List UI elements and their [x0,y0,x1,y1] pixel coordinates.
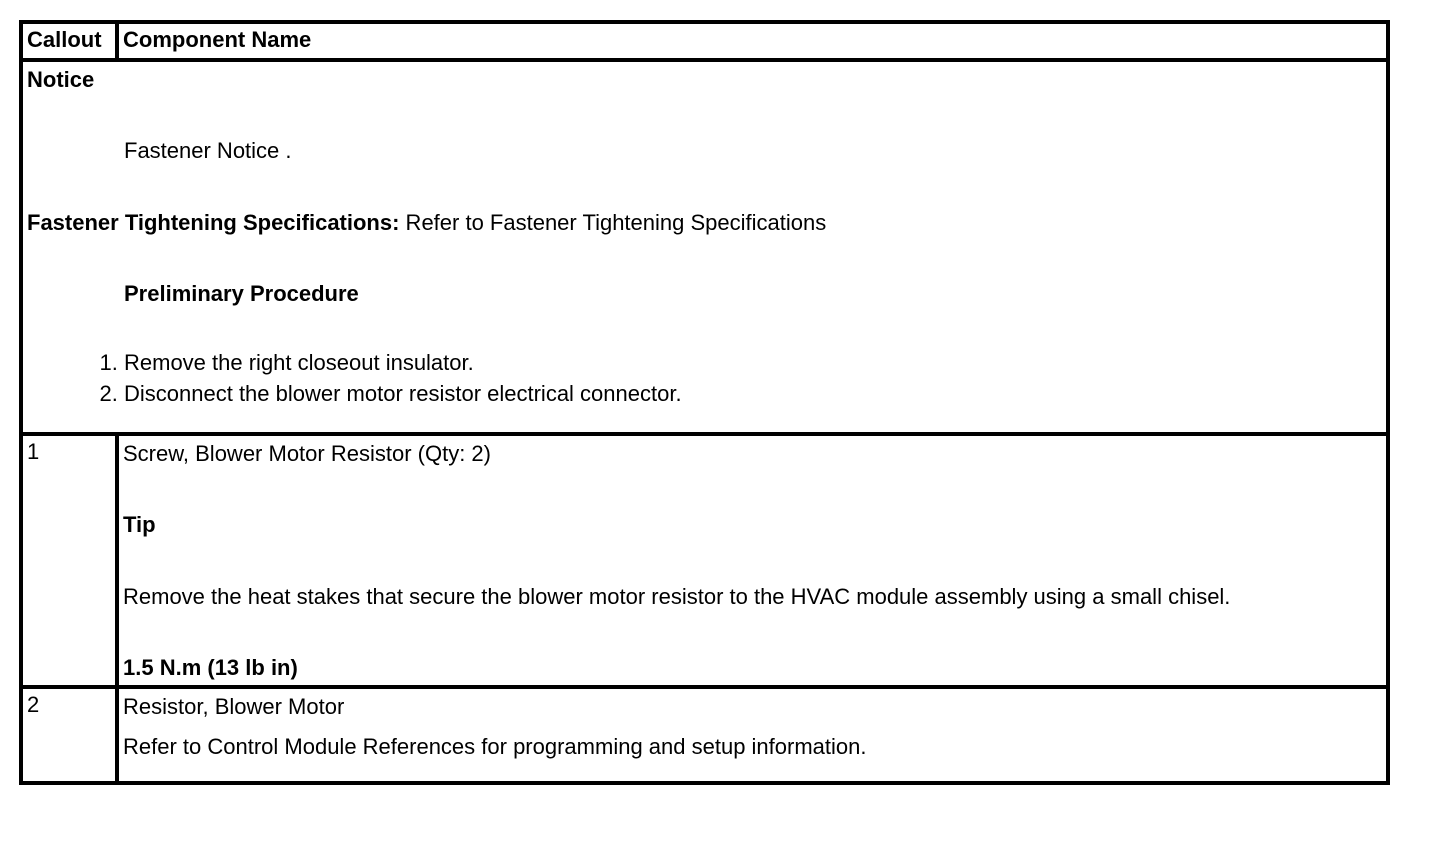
tip-label: Tip [123,512,156,538]
component-cell-2: Resistor, Blower Motor Refer to Control … [115,684,1390,785]
fastener-spec-text: Refer to Fastener Tightening Specificati… [399,209,827,235]
component-name-column-header: Component Name [115,20,1390,62]
header-row: Callout Component Name [19,20,1390,62]
callout-number-2: 2 [19,684,119,785]
fastener-notice-text: Fastener Notice . [124,138,292,164]
component-name-text: Resistor, Blower Motor [123,693,345,719]
fastener-spec-line: Fastener Tightening Specifications: Refe… [27,210,1382,236]
notice-cell: Notice Fastener Notice . Fastener Tighte… [19,58,1390,436]
preliminary-step-2: Disconnect the blower motor resistor ele… [124,380,1382,409]
notice-row: Notice Fastener Notice . Fastener Tighte… [19,58,1390,436]
callout-number-1: 1 [19,432,119,689]
component-name-text: Screw, Blower Motor Resistor (Qty: 2) [123,441,491,466]
component-row-2: 2 Resistor, Blower Motor Refer to Contro… [19,684,1390,785]
preliminary-steps-list: Remove the right closeout insulator. Dis… [27,349,1382,409]
torque-spec: 1.5 N.m (13 lb in) [123,655,298,681]
preliminary-step-1: Remove the right closeout insulator. [124,349,1382,378]
fastener-spec-label: Fastener Tightening Specifications: [27,209,400,235]
notice-title: Notice [27,67,95,92]
component-cell-1: Screw, Blower Motor Resistor (Qty: 2) Ti… [115,432,1390,689]
callout-column-header: Callout [19,20,119,62]
tip-text: Remove the heat stakes that secure the b… [123,583,1231,609]
preliminary-procedure-title: Preliminary Procedure [124,281,359,307]
note-text: Refer to Control Module References for p… [123,733,867,759]
component-row-1: 1 Screw, Blower Motor Resistor (Qty: 2) … [19,432,1390,689]
parts-table: Callout Component Name Notice Fastener N… [19,20,1390,785]
